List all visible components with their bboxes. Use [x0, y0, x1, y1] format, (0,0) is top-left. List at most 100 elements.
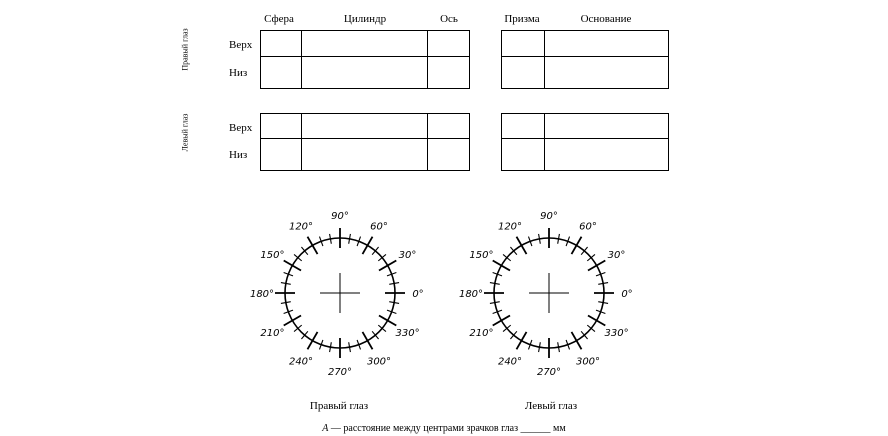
- left-dial-tick-300: [570, 331, 583, 350]
- left-dial-tick-70: [565, 236, 571, 247]
- left-lens-grid: [260, 113, 470, 171]
- right-dial-tick-250: [318, 339, 324, 350]
- left-dial-label-90: 90°: [540, 211, 558, 222]
- pd-letter: A: [322, 423, 329, 434]
- right-dial-tick-210: [283, 314, 302, 327]
- right-dial-tick-260: [329, 342, 332, 353]
- pd-text: — расстояние между центрами зрачков глаз…: [328, 423, 566, 434]
- left-dial-tick-250: [527, 339, 533, 350]
- right-dial-tick-170: [280, 282, 291, 285]
- left-dial-tick-80: [557, 233, 560, 244]
- right-dial-tick-100: [329, 233, 332, 244]
- right-dial-tick-30: [378, 259, 397, 272]
- right-dial-tick-10: [389, 282, 400, 285]
- left-dial-tick-210: [492, 314, 511, 327]
- right-dial-tick-80: [348, 233, 351, 244]
- right-dial-tick-240: [306, 331, 319, 350]
- left-dial-tick-310: [580, 330, 588, 340]
- right-dial-tick-230: [301, 330, 309, 340]
- right-dial-label-330: 330°: [396, 328, 420, 339]
- left-dial-tick-160: [492, 271, 503, 277]
- left-dial-tick-190: [489, 301, 500, 304]
- left-dial-tick-290: [565, 339, 571, 350]
- left-dial-tick-150: [492, 259, 511, 272]
- right-dial-label-300: 300°: [367, 357, 391, 368]
- left-dial-tick-120: [515, 236, 528, 255]
- left-row-top-label: Верх: [229, 122, 253, 134]
- left-dial-tick-350: [598, 301, 609, 304]
- left-dial-tick-340: [595, 309, 606, 315]
- right-dial-tick-220: [293, 324, 303, 332]
- right-dial-tick-300: [361, 331, 374, 350]
- left-dial-label-150: 150°: [469, 250, 493, 261]
- right-dial-label-90: 90°: [331, 211, 349, 222]
- right-dial-tick-40: [377, 254, 387, 262]
- left-dial-label-120: 120°: [498, 221, 522, 232]
- left-dial-tick-140: [502, 254, 512, 262]
- left-row-bottom-label: Низ: [229, 149, 248, 161]
- left-eye-axis-dial: 0° 30° 60° 90° 120° 150° 180° 210° 240° 270° 300° 3…: [459, 211, 633, 378]
- right-dial-tick-110: [318, 236, 324, 247]
- right-dial-tick-140: [293, 254, 303, 262]
- left-dial-label-0: 0°: [621, 289, 632, 300]
- right-row-bottom-label: Низ: [229, 67, 248, 79]
- left-dial-tick-230: [510, 330, 518, 340]
- left-dial-tick-330: [587, 314, 606, 327]
- left-dial-label-240: 240°: [498, 357, 522, 368]
- left-dial-tick-220: [502, 324, 512, 332]
- right-dial-tick-350: [389, 301, 400, 304]
- right-dial-tick-150: [283, 259, 302, 272]
- right-dial-tick-50: [371, 246, 379, 256]
- right-dial-label-30: 30°: [399, 250, 417, 261]
- right-dial-label-60: 60°: [370, 221, 388, 232]
- left-dial-tick-200: [492, 309, 503, 315]
- right-dial-tick-310: [371, 330, 379, 340]
- right-dial-label-120: 120°: [289, 221, 313, 232]
- left-dial-tick-100: [538, 233, 541, 244]
- left-dial-tick-240: [515, 331, 528, 350]
- right-dial-tick-60: [361, 236, 374, 255]
- right-dial-label-270: 270°: [328, 367, 352, 378]
- left-dial-label-300: 300°: [576, 357, 600, 368]
- left-dial-label-210: 210°: [469, 328, 493, 339]
- left-dial-tick-10: [598, 282, 609, 285]
- left-dial-label-60: 60°: [579, 221, 597, 232]
- right-dial-tick-190: [280, 301, 291, 304]
- right-dial-tick-340: [386, 309, 397, 315]
- header-sphere: Сфера: [264, 13, 294, 25]
- left-eye-caption: Левый глаз: [524, 400, 578, 412]
- right-dial-label-240: 240°: [289, 357, 313, 368]
- right-lens-grid: [260, 30, 470, 89]
- left-dial-tick-60: [570, 236, 583, 255]
- left-dial-tick-50: [580, 246, 588, 256]
- right-dial-tick-330: [378, 314, 397, 327]
- right-eye-axis-dial: 0°30°60°90°120°150°180°210°240°270°300°3…: [250, 211, 424, 378]
- left-dial-label-180: 180°: [459, 289, 483, 300]
- right-dial-tick-280: [348, 342, 351, 353]
- left-dial-tick-110: [527, 236, 533, 247]
- pupillary-distance-note: A — расстояние между центрами зрачков гл…: [0, 423, 888, 435]
- left-dial-label-270: 270°: [537, 367, 561, 378]
- header-base: Основание: [580, 13, 632, 25]
- header-axis: Ось: [440, 13, 458, 25]
- right-dial-label-0: 0°: [412, 289, 423, 300]
- right-eye-caption: Правый глаз: [309, 400, 369, 412]
- left-dial-label-30: 30°: [608, 250, 626, 261]
- left-dial-tick-130: [510, 246, 518, 256]
- right-dial-tick-160: [283, 271, 294, 277]
- left-prism-grid: [501, 113, 669, 171]
- right-prism-grid: [501, 30, 669, 89]
- right-dial-label-180: 180°: [250, 289, 274, 300]
- right-dial-label-150: 150°: [260, 250, 284, 261]
- left-dial-tick-30: [587, 259, 606, 272]
- right-dial-tick-120: [306, 236, 319, 255]
- left-dial-tick-260: [538, 342, 541, 353]
- header-prism: Призма: [504, 13, 540, 25]
- right-row-top-label: Верх: [229, 39, 253, 51]
- right-dial-tick-70: [356, 236, 362, 247]
- right-dial-tick-20: [386, 271, 397, 277]
- right-dial-tick-130: [301, 246, 309, 256]
- left-dial-label-330: 330°: [605, 328, 629, 339]
